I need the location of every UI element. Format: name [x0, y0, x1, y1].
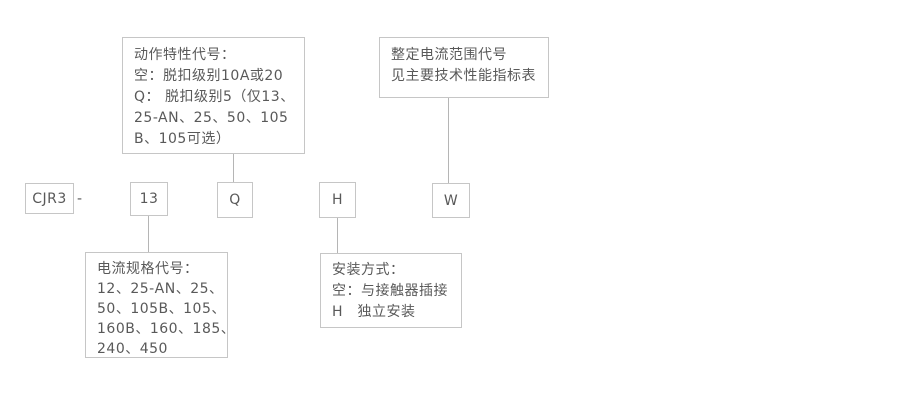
callout-text-line: H 独立安装 — [332, 304, 416, 320]
callout-mounting-method: 安装方式： 空：与接触器插接 H 独立安装 — [320, 253, 462, 328]
connector-range-to-w — [448, 98, 449, 183]
callout-text-line: 160B、160、185、 — [97, 321, 236, 337]
code-separator: - — [77, 183, 82, 214]
callout-text-line: 空：脱扣级别10A或20 — [134, 68, 284, 84]
callout-current-spec: 电流规格代号： 12、25-AN、25、 50、105B、105、 160B、1… — [85, 252, 236, 358]
connector-h-to-mounting — [337, 218, 338, 253]
connector-13-to-current — [148, 216, 149, 252]
code-separator-label: - — [77, 190, 83, 207]
callout-text-line: 电流规格代号： — [97, 261, 199, 277]
callout-current-range: 整定电流范围代号 见主要技术性能指标表 — [379, 37, 549, 98]
callout-text-line: 空：与接触器插接 — [332, 283, 448, 299]
code-box-action-characteristic: Q — [217, 182, 253, 218]
code-box-label: 13 — [139, 191, 159, 207]
callout-text-line: Q： 脱扣级别5（仅13、 — [134, 89, 295, 105]
code-box-label: W — [443, 192, 459, 209]
callout-text-line: 240、450 — [97, 341, 168, 357]
code-box-current-spec: 13 — [130, 182, 168, 216]
code-box-label: Q — [229, 192, 241, 208]
callout-text-line: 50、105B、105、 — [97, 301, 226, 317]
callout-text-line: 25-AN、25、50、105 — [134, 110, 289, 126]
connector-action-to-q — [233, 154, 234, 182]
callout-text-line: 见主要技术性能指标表 — [391, 68, 536, 84]
code-box-label: H — [331, 192, 344, 208]
code-box-prefix: CJR3 — [25, 183, 74, 214]
callout-text-line: 整定电流范围代号 — [391, 47, 507, 63]
callout-text-line: B、105可选） — [134, 131, 231, 147]
code-box-mounting: H — [319, 182, 356, 218]
callout-text-line: 12、25-AN、25、 — [97, 281, 224, 297]
callout-text-line: 动作特性代号： — [134, 47, 236, 63]
callout-text-line: 安装方式： — [332, 262, 405, 278]
callout-action-characteristic: 动作特性代号： 空：脱扣级别10A或20 Q： 脱扣级别5（仅13、 25-AN… — [122, 37, 305, 154]
code-box-label: CJR3 — [32, 190, 67, 207]
code-box-current-range: W — [432, 183, 470, 218]
